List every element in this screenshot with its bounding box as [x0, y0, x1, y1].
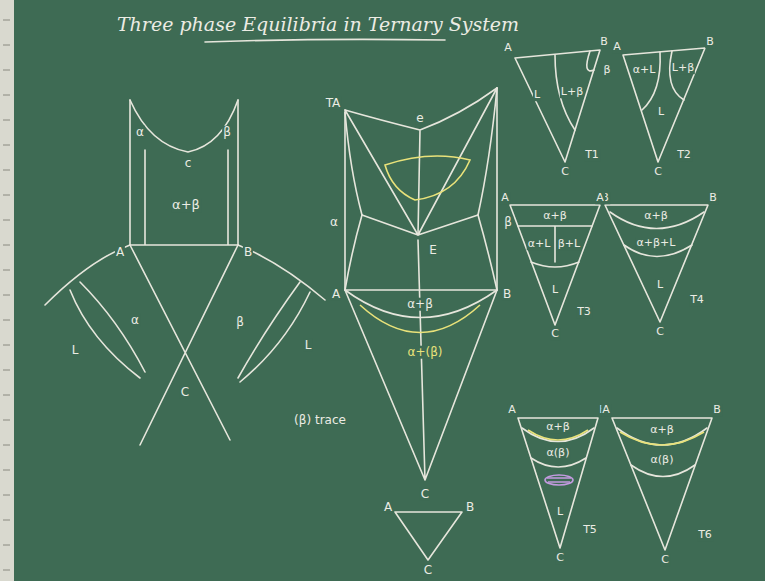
chalk-label: T4: [689, 294, 705, 306]
chalk-label: A: [507, 404, 517, 416]
chalk-label: L: [656, 279, 664, 291]
chalk-label: C: [655, 326, 665, 338]
chalk-label: (β) trace: [293, 414, 347, 427]
chalk-label: α+(β): [407, 346, 444, 359]
chalk-label: A: [383, 501, 393, 514]
chalk-label: T5: [582, 524, 598, 536]
chalk-label: C: [660, 554, 670, 566]
chalk-label: A: [612, 41, 622, 53]
chalk-label: B: [502, 288, 512, 301]
chalk-label: A: [601, 404, 611, 416]
chalk-label: T3: [576, 306, 592, 318]
chalk-label: T1: [584, 149, 600, 161]
chalk-label: C: [555, 552, 565, 564]
chalk-label: α+β: [542, 210, 568, 222]
chalk-label: α+β: [171, 198, 201, 212]
chalk-label: α+β: [406, 298, 434, 311]
chalk-label: E: [428, 244, 438, 257]
chalk-label: A: [503, 42, 513, 54]
chalk-label: A: [331, 288, 341, 301]
chalk-label: β: [503, 216, 513, 229]
chalk-label: TA: [325, 97, 342, 110]
chalk-label: C: [550, 328, 560, 340]
chalk-label: L: [533, 89, 541, 101]
chalk-label: α(β): [546, 447, 571, 459]
chalk-label: B: [465, 501, 475, 514]
chalk-label: L+β: [560, 86, 584, 98]
chalk-label: α+β+L: [636, 237, 677, 249]
chalk-label: e: [415, 112, 424, 125]
board-title: Three phase Equilibria in Ternary System: [117, 13, 519, 35]
chalk-label: L+β: [671, 62, 695, 74]
chalk-label: L: [71, 344, 80, 357]
chalk-label: C: [653, 166, 663, 178]
chalk-label: B: [599, 36, 609, 48]
chalk-label: c: [184, 157, 193, 170]
chalk-label: α+β: [545, 421, 571, 433]
chalk-label: L: [551, 284, 559, 296]
chalk-label: β: [235, 316, 245, 329]
chalk-label: L: [556, 506, 564, 518]
chalk-label: L: [657, 106, 665, 118]
chalk-label: C: [420, 488, 430, 501]
chalk-label: β+L: [557, 238, 581, 250]
chalk-label: β: [222, 126, 232, 139]
chalk-label: B: [243, 246, 253, 259]
chalk-label: β: [602, 64, 611, 76]
chalk-label: α+L: [527, 238, 552, 250]
chalk-label: B: [712, 404, 722, 416]
chalk-label: α+β: [643, 210, 669, 222]
chalk-label: C: [423, 564, 433, 577]
chalk-label: B: [705, 36, 715, 48]
chalk-label: α(β): [650, 454, 675, 466]
chalk-label: T2: [676, 149, 692, 161]
chalk-label: α+L: [632, 64, 657, 76]
chalk-label: A: [595, 192, 605, 204]
chalk-label: α: [135, 126, 145, 139]
chalk-label: A: [115, 246, 125, 259]
chalk-label: α: [130, 314, 140, 327]
chalk-label: B: [708, 192, 718, 204]
chalk-label: T6: [697, 529, 713, 541]
chalk-label: α: [329, 216, 339, 229]
chalk-label: A: [500, 192, 510, 204]
chalk-label: L: [304, 339, 313, 352]
chalk-label: C: [560, 166, 570, 178]
chalk-label: α+β: [649, 424, 675, 436]
chalk-label: C: [180, 386, 190, 399]
